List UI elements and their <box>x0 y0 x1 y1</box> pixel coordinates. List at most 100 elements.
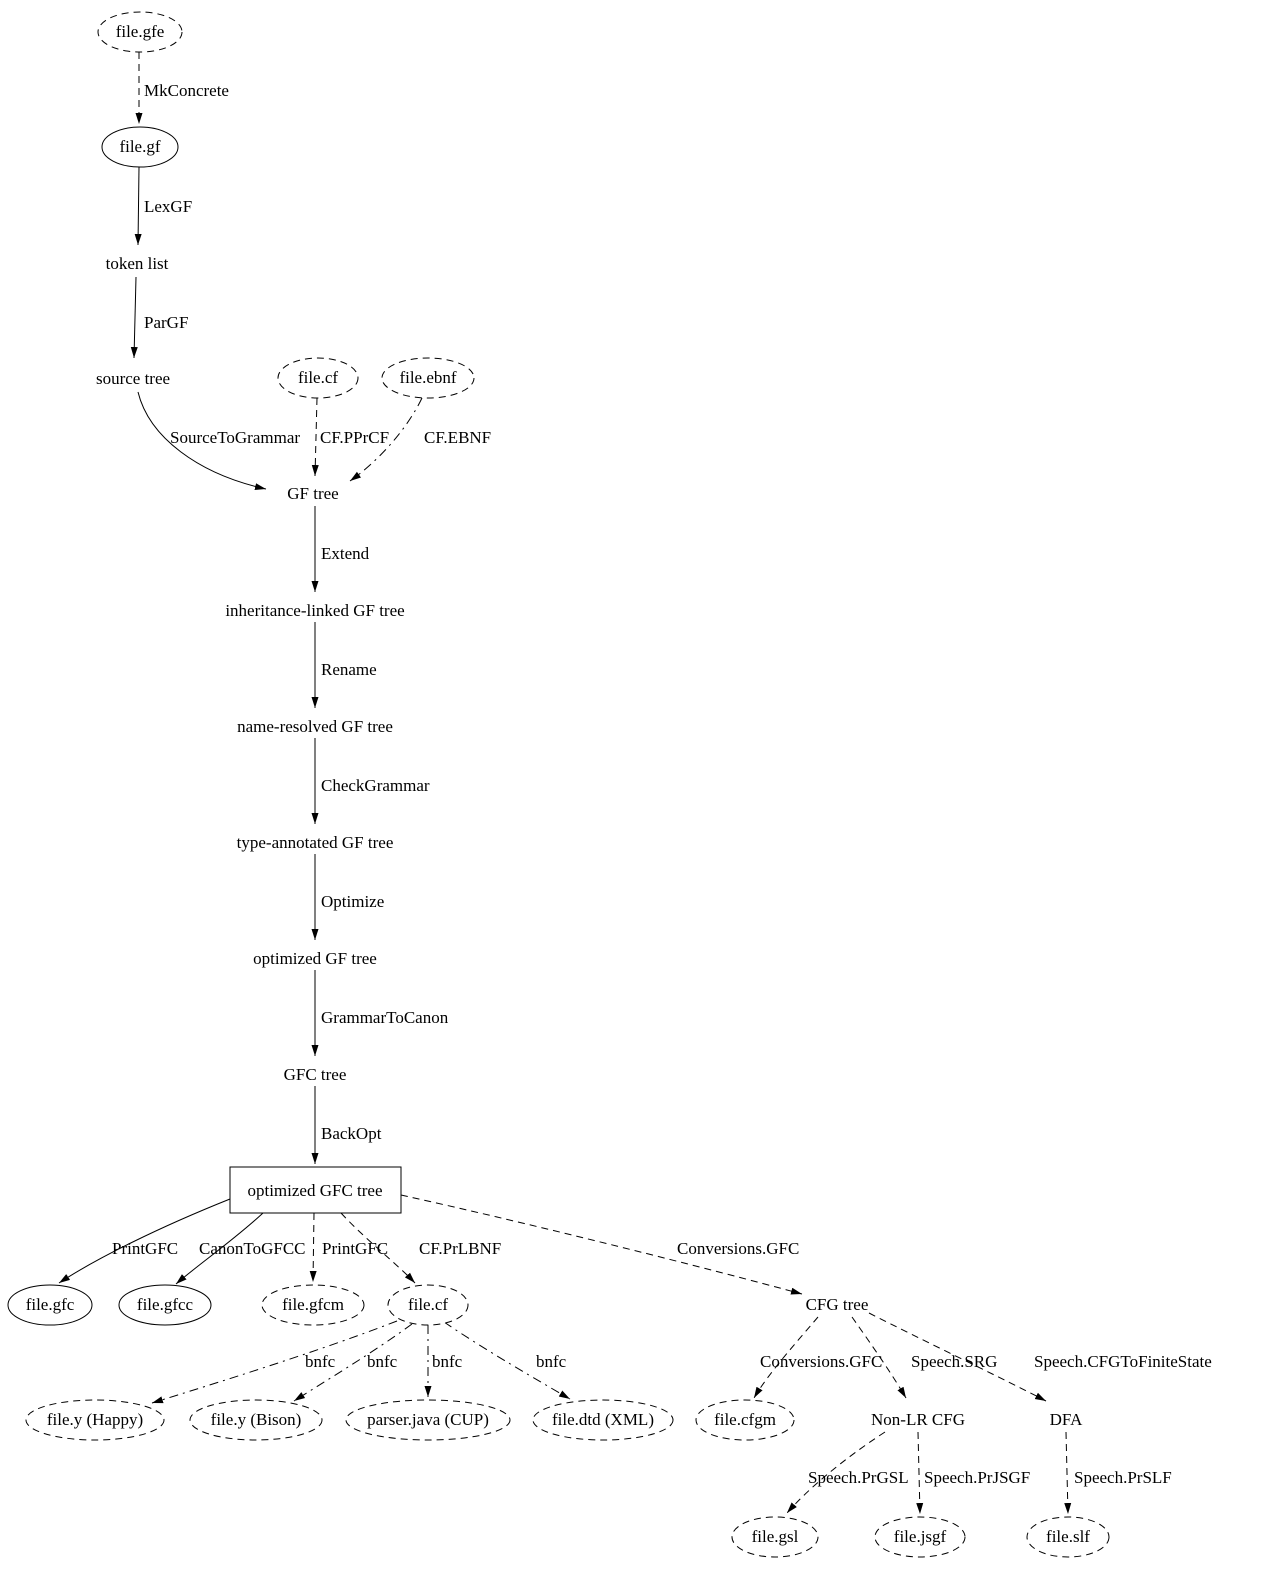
node-file-gfe-label: file.gfe <box>116 22 165 41</box>
node-non-lr-cfg-label: Non-LR CFG <box>871 1410 965 1429</box>
node-file-slf-label: file.slf <box>1046 1527 1090 1546</box>
node-file-cfgm-outline <box>695 1399 795 1441</box>
edge-label-cf-prlbnf: CF.PrLBNF <box>419 1239 501 1258</box>
edge-speech-prslf <box>1064 1431 1072 1515</box>
node-file-cf-output-outline <box>387 1284 469 1326</box>
node-file-gfcc-outline <box>118 1284 212 1326</box>
node-parser-java-cup-label: parser.java (CUP) <box>367 1410 489 1429</box>
edges: MkConcrete LexGF ParGF SourceToGrammar C… <box>58 52 1212 1515</box>
node-gfc-tree: GFC tree <box>284 1065 347 1084</box>
edge-speech-cfgtofinitestate <box>868 1312 1047 1402</box>
node-gfc-tree-label: GFC tree <box>284 1065 347 1084</box>
node-file-gfc-label: file.gfc <box>26 1295 75 1314</box>
edge-label-cf-ebnf: CF.EBNF <box>424 428 491 447</box>
node-file-ebnf-label: file.ebnf <box>399 368 456 387</box>
node-optimized-gf-tree: optimized GF tree <box>253 949 377 968</box>
node-optimized-gf-tree-label: optimized GF tree <box>253 949 377 968</box>
node-name-resolved-gf-tree: name-resolved GF tree <box>237 717 393 736</box>
edge-printgfc-1 <box>58 1198 231 1284</box>
node-file-ebnf: file.ebnf <box>381 357 475 399</box>
node-file-gfcm: file.gfcm <box>261 1284 365 1326</box>
edge-label-rename: Rename <box>321 660 377 679</box>
edge-label-bnfc-1: bnfc <box>305 1352 336 1371</box>
edge-bnfc-1 <box>151 1320 398 1404</box>
node-file-slf: file.slf <box>1026 1516 1110 1558</box>
edge-cf-ebnf <box>349 397 423 482</box>
edge-label-conversions-gfc-2: Conversions.GFC <box>760 1352 882 1371</box>
edge-pargf <box>130 276 138 359</box>
edge-speech-prgsl <box>786 1431 886 1514</box>
edge-label-backopt: BackOpt <box>321 1124 382 1143</box>
node-source-tree-label: source tree <box>96 369 170 388</box>
node-file-jsgf-label: file.jsgf <box>894 1527 947 1546</box>
edge-label-pargf: ParGF <box>144 313 188 332</box>
edge-conversions-gfc-2 <box>753 1316 819 1399</box>
node-file-gfcc: file.gfcc <box>118 1284 212 1326</box>
node-file-cf-input: file.cf <box>277 357 359 399</box>
node-file-y-bison-label: file.y (Bison) <box>211 1410 302 1429</box>
node-file-gfc: file.gfc <box>7 1284 93 1326</box>
node-file-ebnf-outline <box>381 357 475 399</box>
edge-label-extend: Extend <box>321 544 370 563</box>
node-gf-tree: GF tree <box>287 484 338 503</box>
node-file-cf-input-outline <box>277 357 359 399</box>
node-parser-java-cup: parser.java (CUP) <box>345 1399 511 1441</box>
node-file-dtd-xml-label: file.dtd (XML) <box>552 1410 654 1429</box>
node-file-cf-output: file.cf <box>387 1284 469 1326</box>
node-file-y-happy: file.y (Happy) <box>25 1399 165 1441</box>
node-file-slf-outline <box>1026 1516 1110 1558</box>
edge-label-speech-prslf: Speech.PrSLF <box>1074 1468 1172 1487</box>
node-file-jsgf-outline <box>874 1516 966 1558</box>
edge-label-grammartocanon: GrammarToCanon <box>321 1008 449 1027</box>
node-file-y-bison-outline <box>189 1399 323 1441</box>
edge-label-optimize: Optimize <box>321 892 384 911</box>
node-file-dtd-xml: file.dtd (XML) <box>532 1399 674 1441</box>
edge-label-mkconcrete: MkConcrete <box>144 81 229 100</box>
edge-label-bnfc-3: bnfc <box>432 1352 463 1371</box>
nodes: file.gfe file.gf token list source tree … <box>7 11 1110 1558</box>
node-file-gf: file.gf <box>101 126 179 168</box>
edge-label-printgfc-2: PrintGFC <box>322 1239 388 1258</box>
node-optimized-gfc-tree: optimized GFC tree <box>229 1166 402 1214</box>
node-token-list-label: token list <box>106 254 169 273</box>
node-file-cfgm: file.cfgm <box>695 1399 795 1441</box>
node-file-cf-output-label: file.cf <box>408 1295 448 1314</box>
node-file-cf-input-label: file.cf <box>298 368 338 387</box>
edge-conversions-gfc-1 <box>400 1194 803 1295</box>
node-dfa-label: DFA <box>1050 1410 1083 1429</box>
edge-label-canontogfcc: CanonToGFCC <box>199 1239 306 1258</box>
edge-label-conversions-gfc-1: Conversions.GFC <box>677 1239 799 1258</box>
edge-canontogfcc <box>175 1212 264 1285</box>
edge-label-speech-prjsgf: Speech.PrJSGF <box>924 1468 1030 1487</box>
node-file-gfe-outline <box>97 11 183 53</box>
node-file-gf-label: file.gf <box>119 137 160 156</box>
node-token-list: token list <box>106 254 169 273</box>
node-file-y-happy-outline <box>25 1399 165 1441</box>
edge-printgfc-2 <box>309 1212 317 1283</box>
edge-speech-srg <box>851 1316 907 1399</box>
node-file-gfcc-label: file.gfcc <box>137 1295 194 1314</box>
node-inheritance-linked-gf-tree-label: inheritance-linked GF tree <box>225 601 404 620</box>
edge-sourcetogrammar <box>137 391 267 491</box>
edge-label-speech-cfgtofinitestate: Speech.CFGToFiniteState <box>1034 1352 1212 1371</box>
node-dfa: DFA <box>1050 1410 1083 1429</box>
node-file-gsl-label: file.gsl <box>752 1527 799 1546</box>
node-file-y-bison: file.y (Bison) <box>189 1399 323 1441</box>
edge-label-sourcetogrammar: SourceToGrammar <box>170 428 300 447</box>
node-file-gsl: file.gsl <box>731 1516 819 1558</box>
node-file-gf-outline <box>101 126 179 168</box>
node-file-gfe: file.gfe <box>97 11 183 53</box>
edge-label-bnfc-4: bnfc <box>536 1352 567 1371</box>
node-cfg-tree: CFG tree <box>806 1295 869 1314</box>
node-parser-java-cup-outline <box>345 1399 511 1441</box>
node-cfg-tree-label: CFG tree <box>806 1295 869 1314</box>
edge-bnfc-2 <box>293 1323 413 1402</box>
node-name-resolved-gf-tree-label: name-resolved GF tree <box>237 717 393 736</box>
node-source-tree: source tree <box>96 369 170 388</box>
node-file-gsl-outline <box>731 1516 819 1558</box>
node-gf-tree-label: GF tree <box>287 484 338 503</box>
edge-lexgf <box>134 166 142 246</box>
node-non-lr-cfg: Non-LR CFG <box>871 1410 965 1429</box>
